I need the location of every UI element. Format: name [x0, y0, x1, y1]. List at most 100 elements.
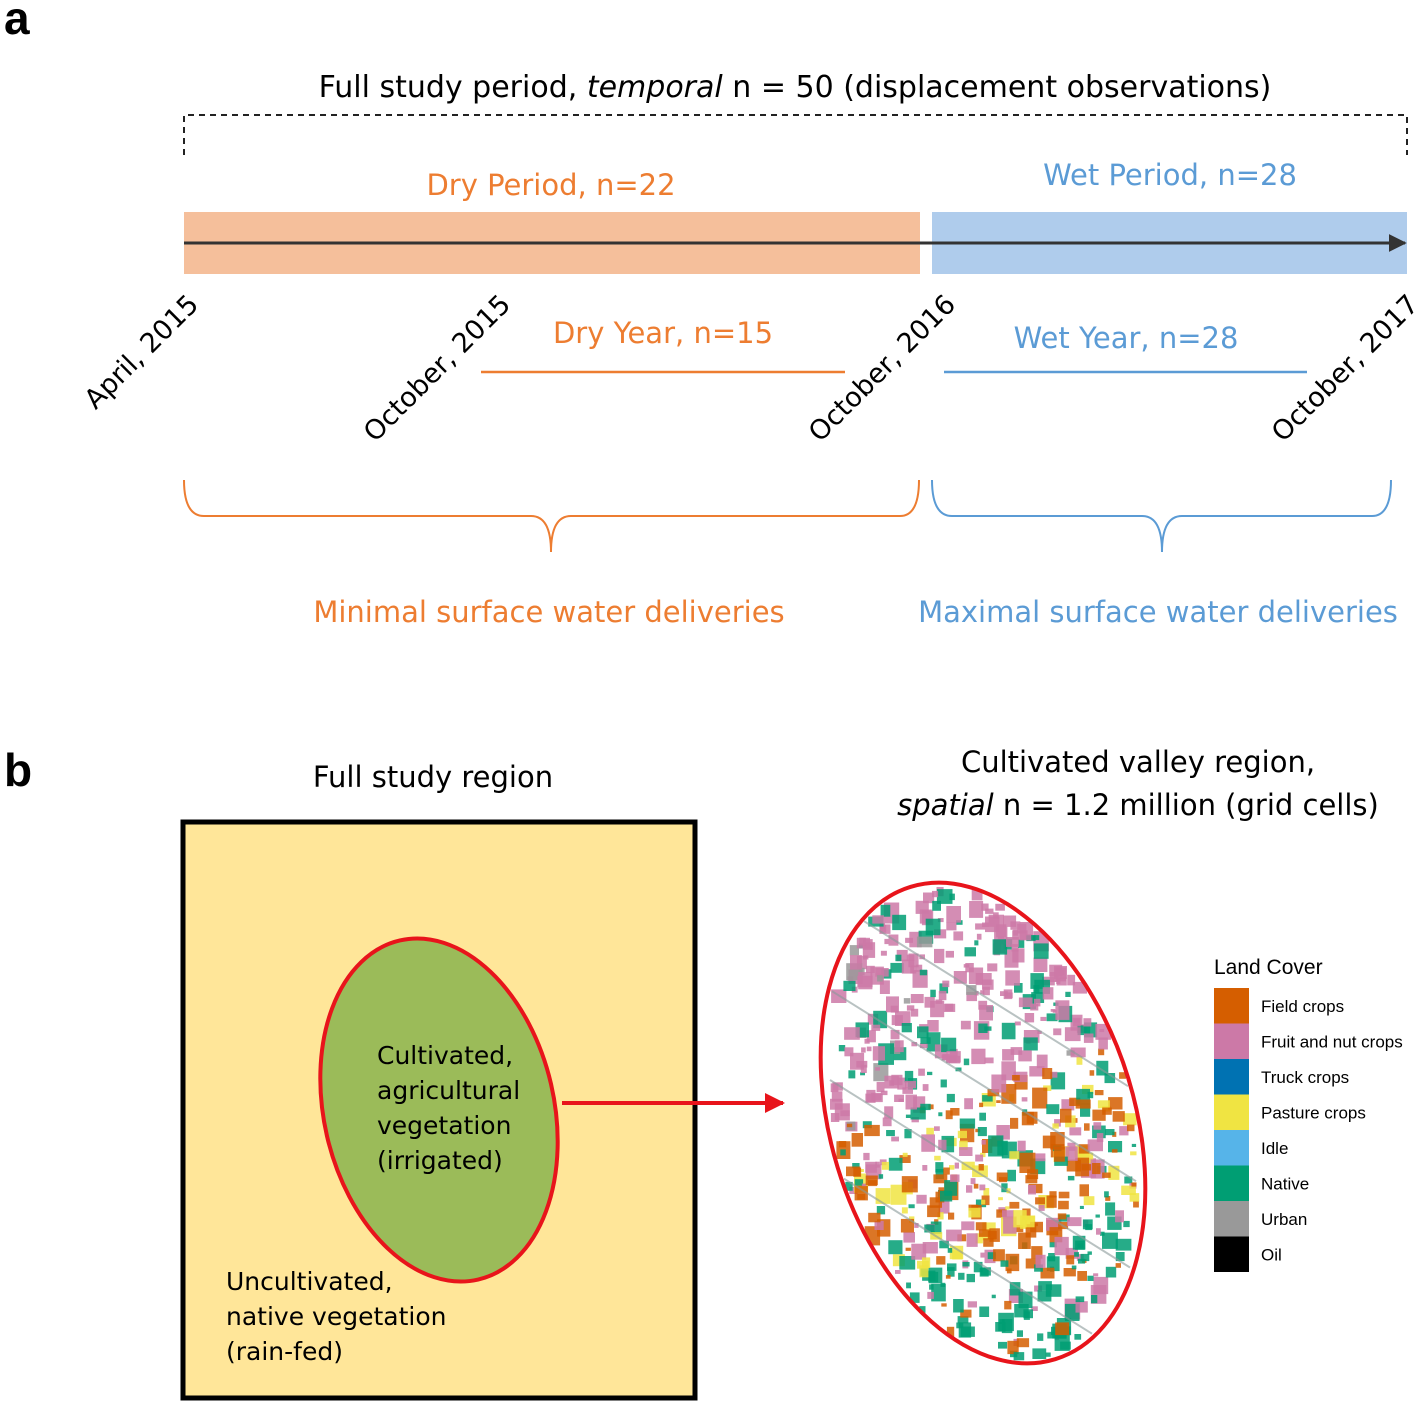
land-cover-patch [938, 990, 947, 1001]
land-cover-patch [933, 1174, 948, 1184]
land-cover-patch [1077, 1271, 1087, 1281]
land-cover-patch [894, 1040, 904, 1053]
text-line: Cultivated, [377, 1041, 513, 1070]
land-cover-patch [899, 1155, 911, 1163]
land-cover-patch [1105, 1202, 1116, 1216]
land-cover-patch [1075, 1099, 1091, 1109]
land-cover-patch [1010, 1117, 1019, 1129]
land-cover-patch [949, 1165, 955, 1170]
text-line: (rain-fed) [226, 1337, 343, 1366]
land-cover-patch [936, 1256, 946, 1265]
land-cover-patch [1028, 1185, 1036, 1195]
land-cover-patch [1032, 1087, 1048, 1109]
land-cover-patch [1105, 1129, 1115, 1136]
land-cover-patch [905, 1114, 911, 1118]
land-cover-patch [1115, 1263, 1121, 1268]
land-cover-patch [910, 1008, 919, 1017]
land-cover-patch [1079, 1205, 1084, 1209]
land-cover-patch [909, 1292, 920, 1303]
panel-a-label: a [4, 0, 30, 44]
land-cover-patch [946, 1051, 961, 1063]
land-cover-patch [998, 1197, 1003, 1201]
land-cover-patch [973, 1183, 979, 1189]
land-cover-patch [959, 1147, 973, 1156]
land-cover-patch [922, 1165, 928, 1171]
land-cover-patch [1065, 1146, 1078, 1161]
land-cover-patch [1096, 1133, 1104, 1143]
land-cover-patch [969, 901, 984, 918]
land-cover-patch [1093, 1276, 1109, 1295]
land-cover-patch [930, 1221, 942, 1234]
land-cover-patch [1018, 1291, 1033, 1309]
land-cover-patch [1031, 935, 1040, 941]
land-cover-patch [892, 914, 907, 931]
land-cover-patch [1030, 1221, 1043, 1233]
land-cover-patch [875, 1188, 891, 1204]
land-cover-patch [1030, 1003, 1039, 1011]
land-cover-patch [926, 1127, 934, 1135]
land-cover-patch [1046, 1195, 1057, 1208]
land-cover-patch [919, 969, 928, 976]
land-cover-patch [1087, 1139, 1103, 1152]
land-cover-patch [1063, 1268, 1076, 1277]
land-cover-patch [927, 1205, 941, 1218]
land-cover-patch [1061, 1099, 1075, 1111]
land-cover-patch [1111, 1149, 1118, 1153]
land-cover-patch [938, 1187, 945, 1193]
land-cover-patch [935, 1162, 944, 1173]
legend-swatch [1214, 1201, 1249, 1237]
land-cover-patch [902, 1152, 908, 1157]
land-cover-patch [945, 1110, 953, 1120]
land-cover-patch [988, 914, 1004, 927]
land-cover-patch [952, 1250, 963, 1260]
land-cover-patch [982, 979, 994, 990]
land-cover-patch [1035, 1254, 1046, 1268]
land-cover-patch [1095, 1214, 1100, 1218]
land-cover-patch [911, 1117, 919, 1123]
road-line [843, 1177, 1093, 1335]
land-cover-patch [979, 1005, 993, 1021]
land-cover-patch [1075, 1301, 1088, 1313]
land-cover-patch [923, 892, 935, 904]
land-cover-patch [1054, 966, 1067, 979]
land-cover-patch [1024, 1013, 1035, 1023]
land-cover-patch [1033, 998, 1041, 1007]
land-cover-patch [873, 1093, 883, 1103]
land-cover-patch [970, 1178, 976, 1185]
land-cover-patch [1049, 1191, 1057, 1198]
dry-period-label: Dry Period, n=22 [426, 168, 675, 202]
land-cover-patch [914, 1223, 919, 1228]
land-cover-patch [853, 1167, 862, 1177]
land-cover-patch [1054, 1236, 1069, 1256]
land-cover-patch [1025, 1224, 1037, 1238]
land-cover-patch [981, 1199, 986, 1205]
land-cover-patch [1102, 1172, 1111, 1178]
land-cover-patch [886, 996, 899, 1013]
land-cover-patch [1098, 1037, 1108, 1050]
legend-swatch [1214, 988, 1249, 1024]
land-cover-patch [1001, 1183, 1008, 1193]
land-cover-patch [1074, 1252, 1079, 1257]
land-cover-patch [868, 1212, 881, 1223]
land-cover-patch [922, 1242, 938, 1254]
land-cover-patch [905, 937, 913, 943]
land-cover-patch [1077, 1243, 1083, 1248]
land-cover-patch [975, 1233, 983, 1244]
land-cover-patch [930, 1000, 945, 1018]
land-cover-patch [861, 1183, 867, 1187]
land-cover-patch [945, 1003, 954, 1012]
land-cover-patch [880, 1090, 888, 1096]
land-cover-patch [862, 1121, 872, 1129]
land-cover-patch [989, 1228, 1000, 1242]
land-cover-patch [1098, 1048, 1105, 1056]
legend-label: Oil [1261, 1246, 1282, 1265]
land-cover-patch [867, 1013, 879, 1025]
date-label: October, 2015 [358, 289, 517, 448]
land-cover-patch [875, 1067, 880, 1071]
land-cover-patch [1081, 1164, 1092, 1171]
land-cover-patch [1093, 1273, 1099, 1277]
land-cover-patch [1074, 1334, 1082, 1340]
land-cover-patch [1017, 1140, 1026, 1152]
land-cover-patch [1001, 1022, 1016, 1040]
land-cover-patch [975, 1154, 984, 1162]
